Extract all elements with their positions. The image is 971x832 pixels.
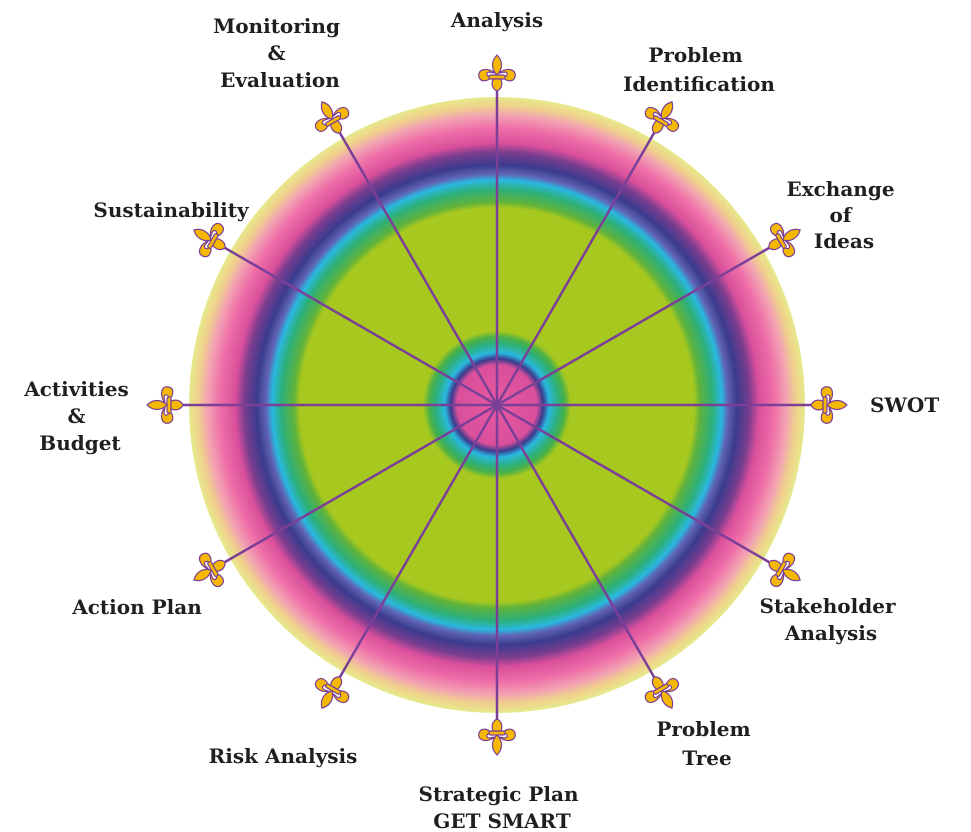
label-activities-budget: Activities & Budget: [23, 377, 136, 455]
fleur-de-lis-icon: [810, 386, 848, 424]
spoke-sustainability: [208, 237, 498, 407]
fleur-de-lis-icon: [478, 718, 516, 756]
label-monitoring-evaluation: Monitoring & Evaluation: [213, 14, 347, 92]
spoke-stakeholder-analysis: [496, 403, 786, 573]
label-sustainability: Sustainability: [93, 198, 250, 222]
spoke-problem-identification: [495, 116, 665, 406]
spoke-problem-tree: [495, 404, 665, 694]
fleur-de-lis-icon: [305, 667, 357, 718]
label-action-plan: Action Plan: [71, 595, 202, 619]
label-risk-analysis: Risk Analysis: [209, 744, 358, 768]
label-strategic-plan: Strategic Plan GET SMART: [419, 782, 586, 832]
fleur-de-lis-icon: [637, 667, 689, 718]
label-stakeholder-analysis: Stakeholder Analysis: [760, 594, 903, 645]
fleur-de-lis-icon: [759, 213, 810, 265]
fleur-de-lis-icon: [305, 92, 357, 143]
fleur-de-lis-icon: [478, 54, 516, 92]
spoke-exchange-of-ideas: [496, 237, 786, 407]
spoke-monitoring-evaluation: [329, 116, 499, 406]
spoke-action-plan: [208, 403, 498, 573]
labels: Analysis Problem Identification Exchange…: [23, 8, 939, 832]
fleur-de-lis-icon: [146, 386, 184, 424]
fleur-de-lis-icon: [184, 545, 235, 597]
spokes: [165, 73, 829, 737]
fleur-de-lis-icon: [759, 545, 810, 597]
label-exchange-of-ideas: Exchange of Ideas: [786, 177, 901, 253]
label-problem-tree: Problem Tree: [656, 717, 757, 770]
spoke-risk-analysis: [329, 404, 499, 694]
fleur-de-lis-icon: [637, 92, 689, 143]
label-problem-identification: Problem Identification: [623, 43, 775, 96]
label-swot: SWOT: [870, 393, 939, 417]
label-analysis: Analysis: [450, 8, 543, 32]
